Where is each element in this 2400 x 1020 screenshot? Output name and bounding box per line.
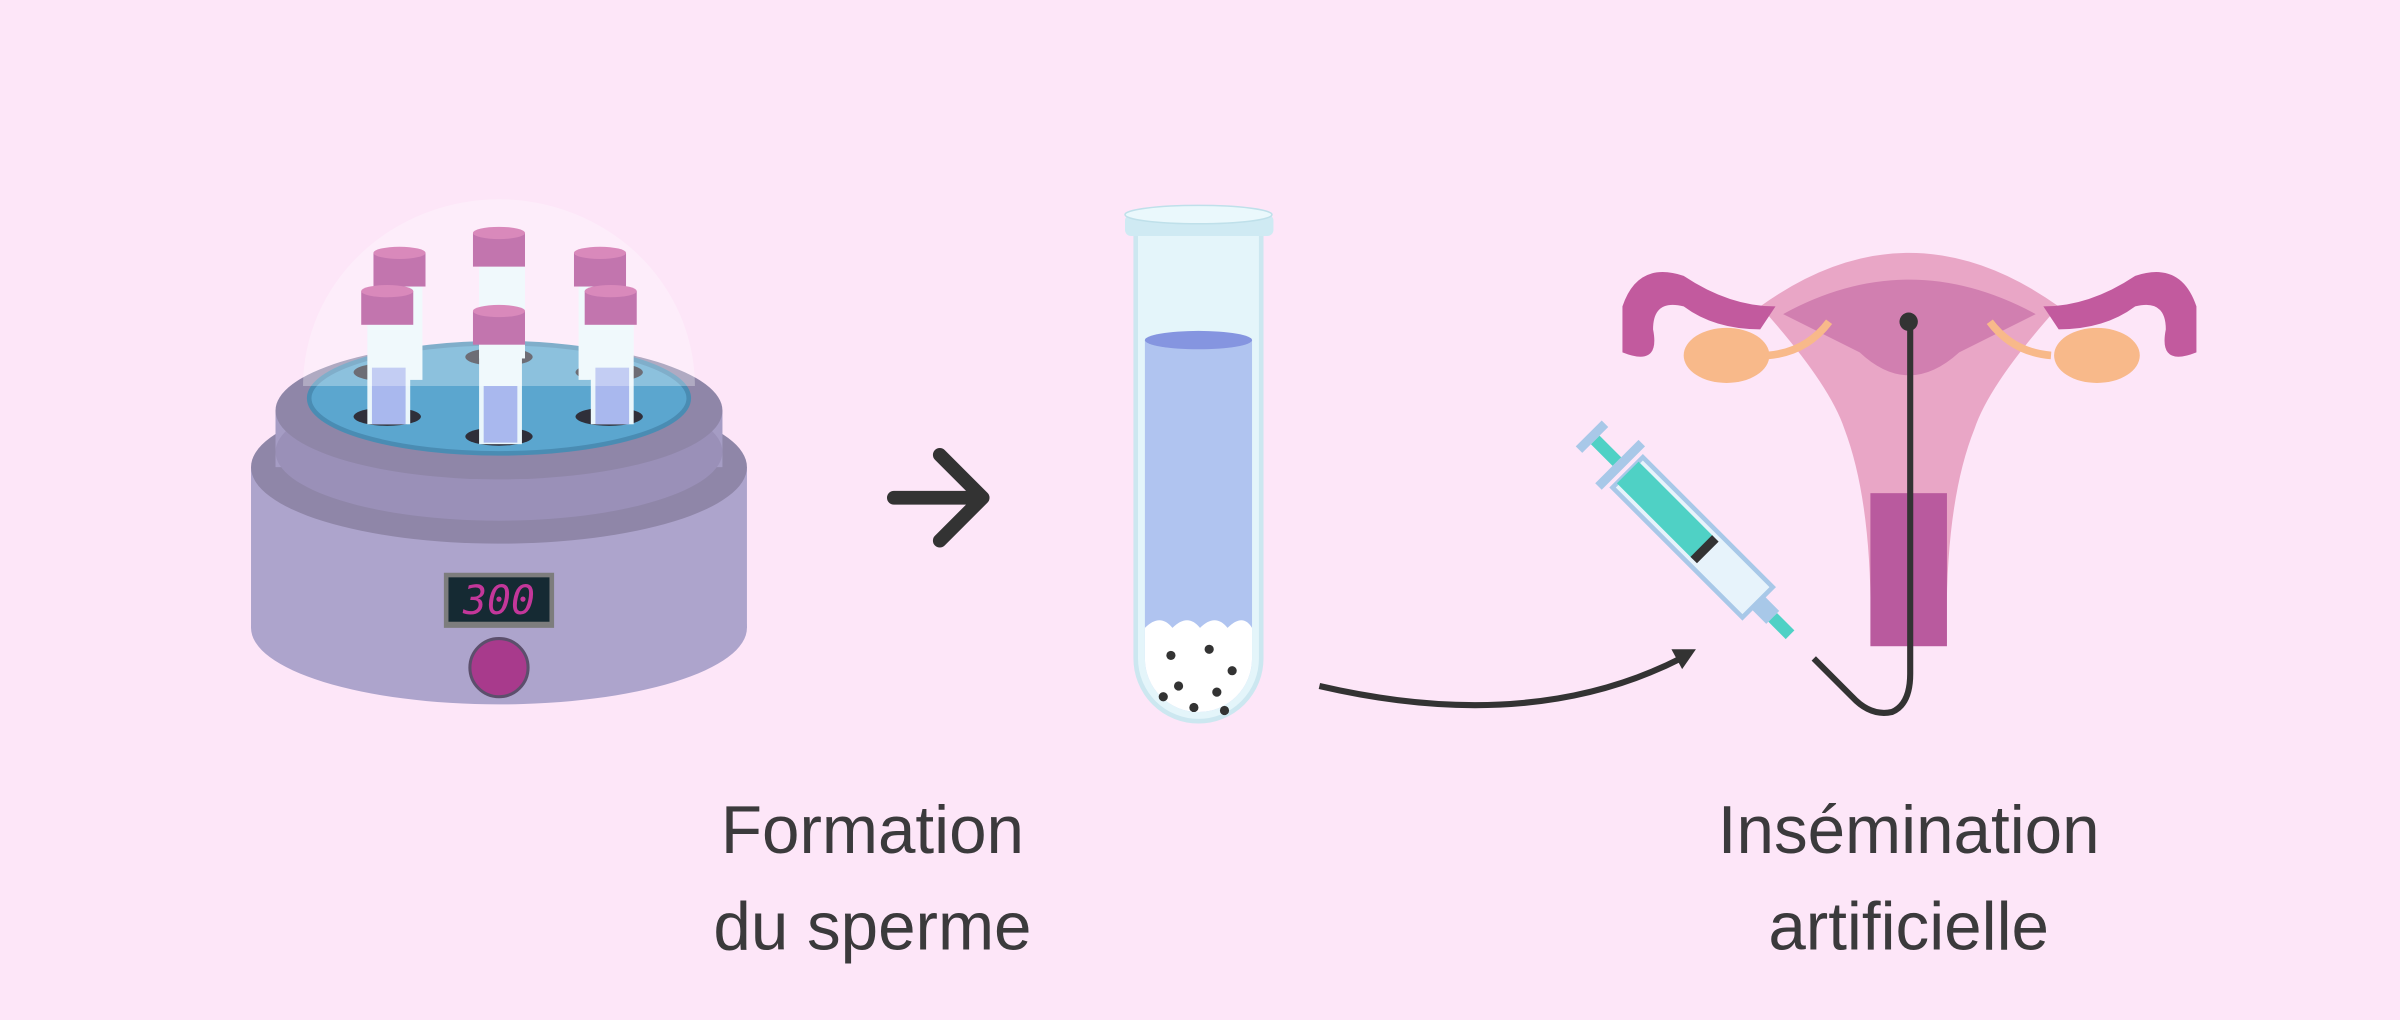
label-insemination-line2: artificielle bbox=[1768, 889, 2049, 964]
sample-tubes bbox=[361, 226, 637, 445]
label-formation-line1: Formation bbox=[721, 793, 1024, 868]
curved-arrow-icon bbox=[1318, 649, 1696, 709]
speed-display bbox=[448, 577, 550, 622]
arrow-right-icon bbox=[886, 448, 990, 548]
test-tube bbox=[1124, 204, 1274, 724]
power-knob bbox=[468, 637, 530, 699]
centrifuge: 300 bbox=[251, 199, 747, 705]
syringe bbox=[1575, 420, 1795, 640]
label-formation-line2: du sperme bbox=[713, 889, 1031, 964]
catheter bbox=[1811, 321, 1914, 716]
left-ovary bbox=[1683, 327, 1770, 383]
label-insemination-line1: Insémination bbox=[1718, 793, 2100, 868]
speed-readout: 300 bbox=[462, 578, 535, 624]
sperm-cells bbox=[1158, 644, 1237, 716]
glass-dome bbox=[303, 199, 695, 387]
right-ovary bbox=[2054, 327, 2140, 383]
